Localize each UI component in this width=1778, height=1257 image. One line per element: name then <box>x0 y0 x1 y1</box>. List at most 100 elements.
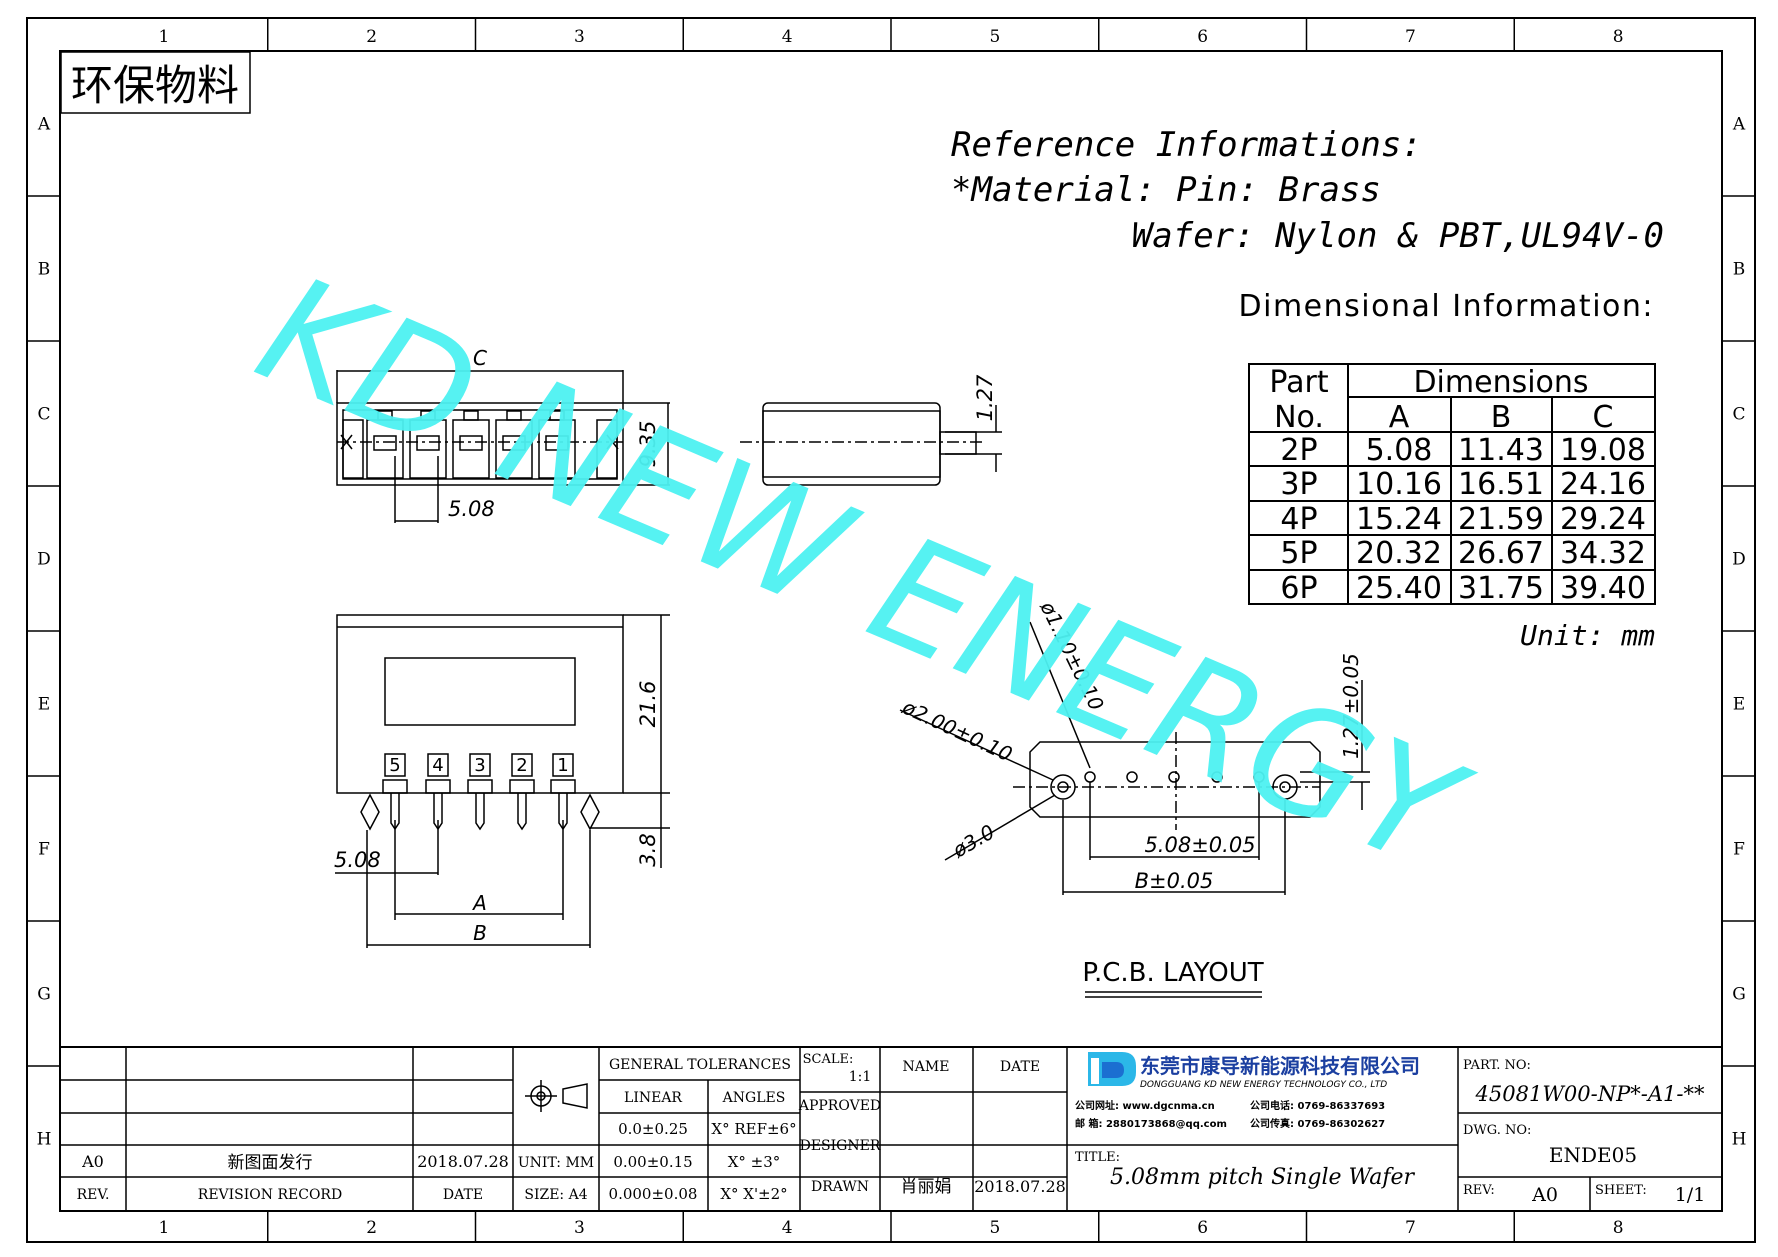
tb-rev2-val: A0 <box>1531 1184 1558 1206</box>
projection-symbol <box>525 1080 588 1112</box>
tb-tol-l1: 0.0±0.25 <box>618 1120 688 1138</box>
top-pin-contact <box>373 435 397 451</box>
tb-date-hdr: DATE <box>443 1187 483 1203</box>
table-header-dims: Dimensions <box>1413 365 1588 400</box>
tb-drawn-date: 2018.07.28 <box>974 1177 1066 1196</box>
frame-col-label: 5 <box>989 27 1000 47</box>
pin-number-box <box>511 753 533 777</box>
top-view-pins <box>366 410 576 479</box>
table-cell-c: 34.32 <box>1560 536 1646 571</box>
frame-col-label: 8 <box>1613 27 1624 47</box>
tb-gt-angles: ANGLES <box>722 1090 786 1106</box>
tb-scale-label: SCALE: <box>803 1052 854 1067</box>
frame-col-label: 4 <box>782 27 793 47</box>
frame-col-label: 5 <box>989 1218 1000 1238</box>
frame-col-label: 3 <box>574 27 585 47</box>
tb-tol-a2: X° ±3° <box>728 1153 781 1171</box>
frame-col-label: 8 <box>1613 1218 1624 1238</box>
frame-col-label: 2 <box>366 1218 377 1238</box>
pin-housing-slot <box>425 779 451 794</box>
front-view <box>335 614 670 948</box>
dimensional-title: Dimensional Information: <box>1239 289 1654 324</box>
pcb-b: B±0.05 <box>1135 869 1214 893</box>
tb-drawn-name: 肖丽娟 <box>901 1177 952 1197</box>
tb-scale-val: 1:1 <box>849 1069 872 1085</box>
pin-number-box <box>469 753 491 777</box>
pin-leg <box>433 793 443 831</box>
table-cell-b: 11.43 <box>1458 433 1544 468</box>
table-cell-b: 16.51 <box>1458 467 1544 502</box>
top-pin-latch <box>377 410 393 421</box>
frame-ticks <box>27 18 1755 1242</box>
frame-row-label: C <box>1732 405 1745 425</box>
table-cell-c: 39.40 <box>1560 571 1646 606</box>
table-col-b: B <box>1491 400 1512 435</box>
tb-size: SIZE: A4 <box>524 1187 587 1203</box>
top-view <box>336 370 670 523</box>
tb-rev-label: REV: <box>1463 1183 1495 1198</box>
pcb-pitch: 5.08±0.05 <box>1144 833 1255 857</box>
reference-wafer: Wafer: Nylon & PBT,UL94V-0 <box>1132 216 1664 256</box>
front-view-height: 21.6 <box>636 681 660 728</box>
unit-label: Unit: mm <box>1520 619 1655 652</box>
table-cell-a: 5.08 <box>1366 433 1433 468</box>
frame-row-label: B <box>38 260 51 280</box>
table-cell-b: 21.59 <box>1458 502 1544 537</box>
tb-gt-linear: LINEAR <box>624 1090 682 1106</box>
frame-col-label: 1 <box>158 1218 169 1238</box>
table-cell-part: 5P <box>1280 536 1317 571</box>
frame-row-label: D <box>1732 550 1746 570</box>
pin-number: 2 <box>516 755 527 776</box>
tb-tol-l3: 0.000±0.08 <box>609 1185 698 1203</box>
frame-col-label: 1 <box>158 27 169 47</box>
pin-housing-slot <box>467 779 493 794</box>
table-cell-a: 10.16 <box>1356 467 1442 502</box>
table-cell-part: 4P <box>1280 502 1317 537</box>
table-header-no: No. <box>1274 400 1324 435</box>
side-view <box>740 402 1002 486</box>
frame-row-label: A <box>1732 115 1746 135</box>
pcb-d3: ø3.0 <box>948 820 999 863</box>
tb-company-l2a: 邮 箱: 2880173868@qq.com <box>1075 1117 1227 1130</box>
pcb-v: 1.27±0.05 <box>1339 653 1363 759</box>
tb-dwg-label: DWG. NO: <box>1463 1123 1531 1138</box>
pin-number-box <box>552 753 574 777</box>
tb-title-val: 5.08mm pitch Single Wafer <box>1110 1165 1416 1190</box>
tb-record-hdr: REVISION RECORD <box>198 1187 342 1203</box>
frame-col-label: 6 <box>1197 27 1208 47</box>
frame-row-label: G <box>37 985 51 1005</box>
table-cell-part: 2P <box>1280 433 1317 468</box>
table-cell-c: 24.16 <box>1560 467 1646 502</box>
table-col-a: A <box>1389 400 1410 435</box>
frame-row-label: E <box>38 695 50 715</box>
eco-label: 环保物料 <box>71 61 239 110</box>
table-cell-part: 6P <box>1280 571 1317 606</box>
pin-number: 4 <box>432 755 443 776</box>
pin-leg <box>517 793 527 831</box>
pin-housing-slot <box>550 779 576 794</box>
tb-dwg-val: ENDE05 <box>1549 1143 1637 1167</box>
frame-row-label: B <box>1733 260 1746 280</box>
title-block-lines <box>60 1046 1722 1211</box>
tb-tol-a3: X° X'±2° <box>720 1185 787 1203</box>
tb-record-val: 新图面发行 <box>228 1153 313 1173</box>
eco-label-box <box>60 51 251 114</box>
reference-material: *Material: Pin: Brass <box>951 170 1381 210</box>
dimension-table <box>1248 363 1656 605</box>
table-cell-part: 3P <box>1280 467 1317 502</box>
frame-row-label: C <box>37 405 50 425</box>
tb-company-cn: 东莞市康导新能源科技有限公司 <box>1140 1054 1420 1078</box>
top-view-height: 9.35 <box>636 421 660 468</box>
frame-row-label: H <box>37 1130 52 1150</box>
tb-date-val: 2018.07.28 <box>417 1152 509 1171</box>
top-pin-contact <box>545 435 569 451</box>
tb-name-hdr: NAME <box>903 1059 950 1075</box>
tb-sheet-label: SHEET: <box>1595 1183 1647 1198</box>
tb-part-val: 45081W00-NP*-A1-** <box>1475 1082 1705 1106</box>
tb-rev-hdr: REV. <box>77 1187 110 1203</box>
top-pin-contact <box>502 435 526 451</box>
